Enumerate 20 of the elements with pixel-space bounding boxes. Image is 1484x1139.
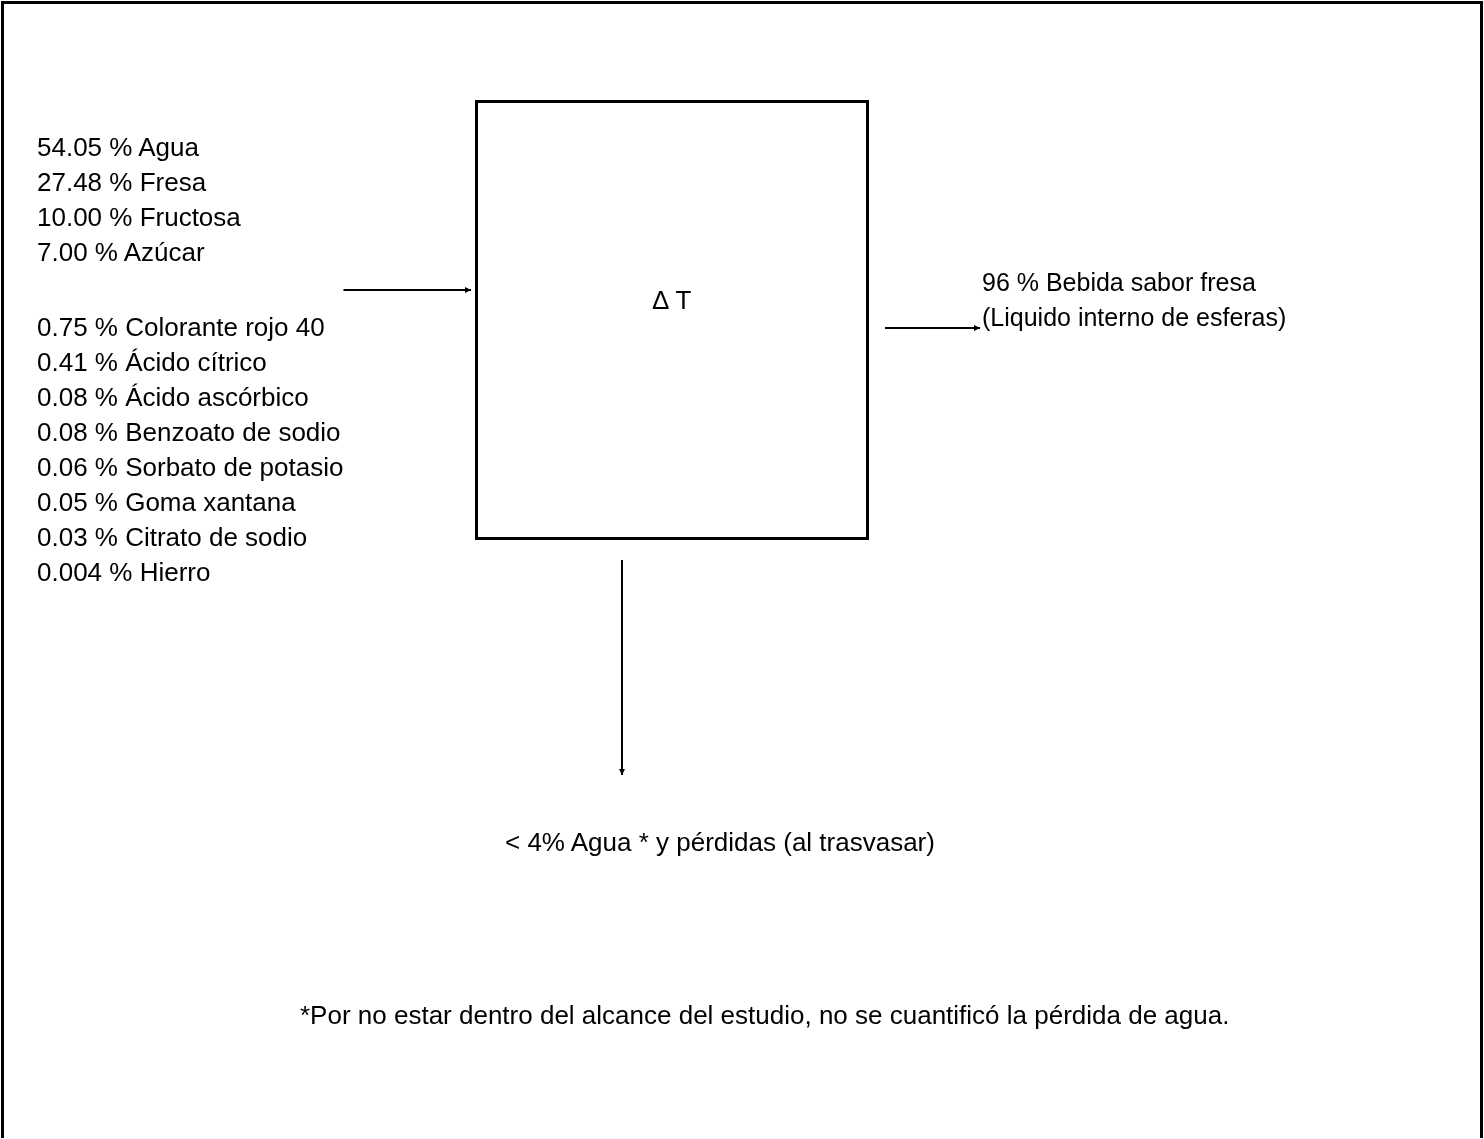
process-label: ∆ T [652, 283, 692, 317]
arrow [342, 287, 472, 293]
ingredient-text: 54.05 % Agua [37, 131, 200, 164]
ingredient-text: 0.08 % Benzoato de sodio [37, 416, 342, 449]
ingredient-text: 0.41 % Ácido cítrico [37, 346, 268, 379]
process-box [475, 100, 869, 540]
arrow [619, 559, 625, 776]
output-text: < 4% Agua * y pérdidas (al trasvasar) [505, 826, 936, 859]
ingredient-text: 0.75 % Colorante rojo 40 [37, 311, 326, 344]
ingredient-text: 7.00 % Azúcar [37, 236, 206, 269]
ingredient-text: 10.00 % Fructosa [37, 201, 242, 234]
output-text: 96 % Bebida sabor fresa (Liquido interno de esferas) [982, 267, 1288, 333]
ingredient-text: 0.03 % Citrato de sodio [37, 521, 309, 554]
ingredient-text: 0.004 % Hierro [37, 556, 212, 589]
ingredient-text: 27.48 % Fresa [37, 166, 208, 199]
ingredient-text: 0.06 % Sorbato de potasio [37, 451, 344, 484]
footnote: *Por no estar dentro del alcance del estudio, no se cuantificó la pérdida de agua. [300, 1000, 1230, 1031]
ingredient-text: 0.05 % Goma xantana [37, 486, 297, 519]
ingredient-text: 0.08 % Ácido ascórbico [37, 381, 310, 414]
arrow [884, 325, 981, 331]
